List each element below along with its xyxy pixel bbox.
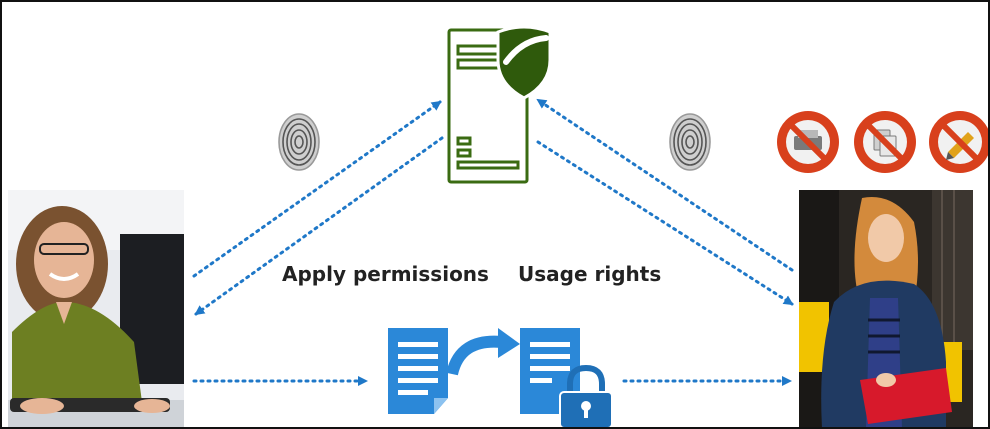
usage-rights-label: Usage rights <box>518 262 662 286</box>
arrow-left-to-server <box>192 100 442 278</box>
arrow-server-to-right <box>536 140 794 306</box>
document-lock-icon <box>520 328 613 427</box>
curved-arrow-icon <box>446 328 520 376</box>
document-icon <box>388 328 448 414</box>
no-print-prohibited-icon <box>777 111 839 173</box>
fingerprint-icon <box>669 113 711 171</box>
no-edit-prohibited-icon <box>929 111 988 173</box>
fingerprint-icon <box>278 113 320 171</box>
server-shield-icon <box>447 25 552 184</box>
no-copy-prohibited-icon <box>854 111 916 173</box>
author-person-photo <box>8 190 184 427</box>
recipient-person-photo <box>799 190 973 427</box>
arrow-right-to-server <box>536 98 794 272</box>
apply-permissions-label: Apply permissions <box>282 262 489 286</box>
arrow-server-to-left <box>194 136 444 316</box>
